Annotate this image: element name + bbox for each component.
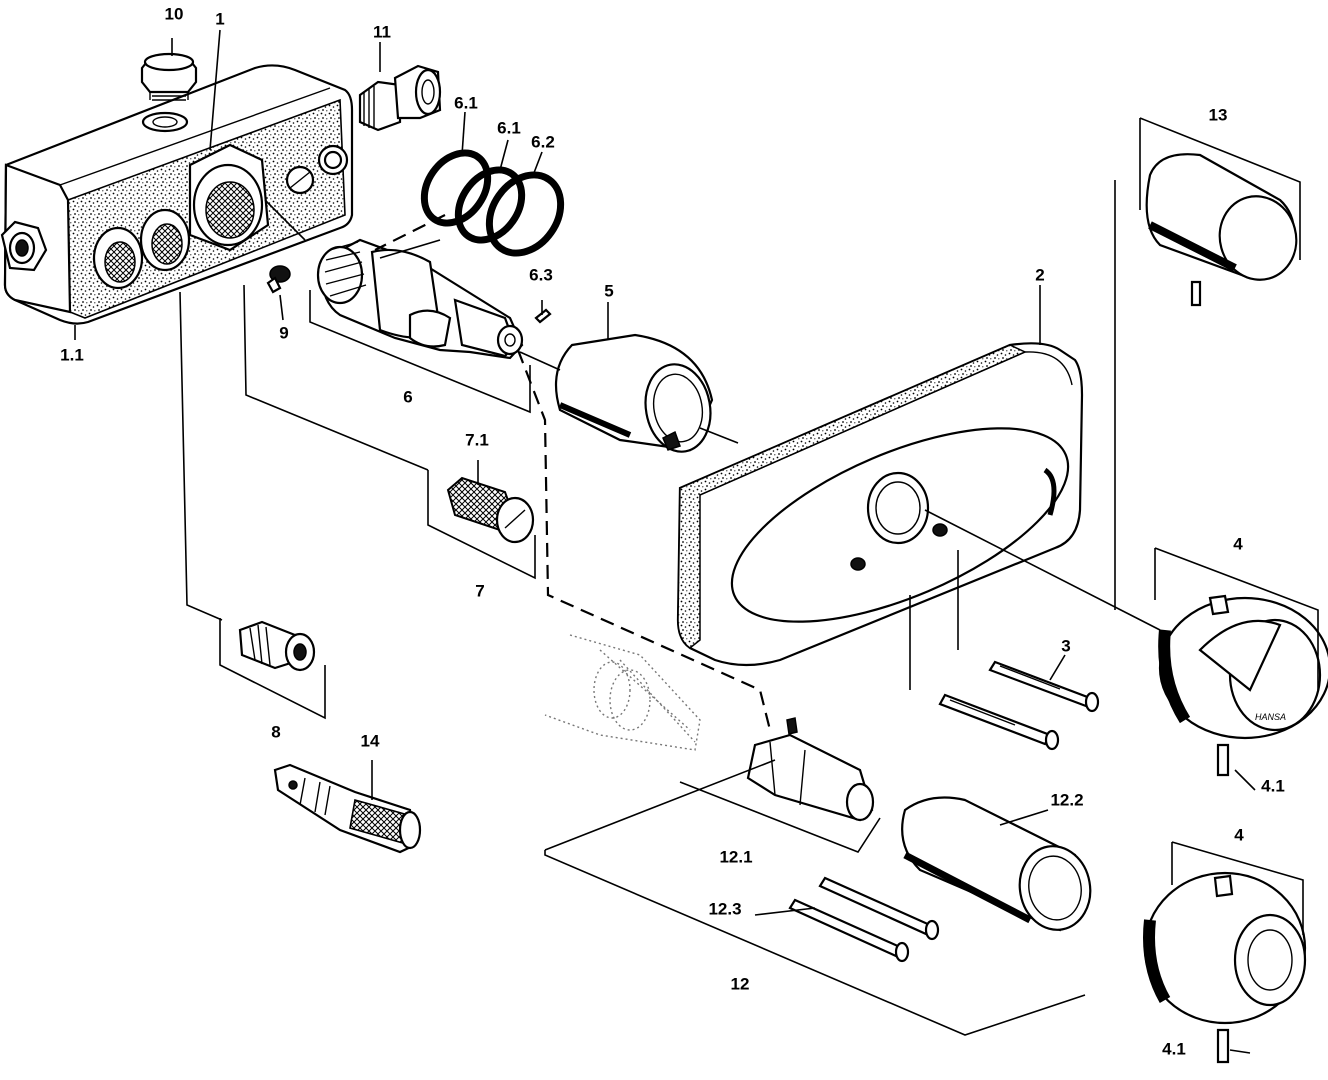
pin-part-6-3 (534, 308, 552, 324)
o-ring-part-6-1a (420, 149, 492, 227)
label-8: 8 (271, 722, 280, 741)
screws-part-12-3 (788, 876, 940, 963)
label-5: 5 (604, 281, 613, 300)
label-14: 14 (361, 731, 380, 750)
label-7-1: 7.1 (465, 430, 489, 449)
leader-lines (74, 29, 1319, 1054)
label-13: 13 (1209, 105, 1228, 124)
label-4-1-lower: 4.1 (1162, 1039, 1186, 1058)
label-4-lower: 4 (1234, 825, 1244, 844)
label-12-3: 12.3 (708, 899, 741, 918)
fitting-part-11 (358, 64, 442, 132)
label-12-2: 12.2 (1050, 790, 1083, 809)
label-4-1-upper: 4.1 (1261, 776, 1285, 795)
label-9: 9 (279, 323, 288, 342)
plug-part-10 (140, 52, 198, 101)
o-ring-part-6-1b (454, 166, 526, 244)
label-6-2: 6.2 (531, 132, 555, 151)
label-10: 10 (165, 4, 184, 23)
screw-part-3a (988, 660, 1100, 713)
label-2: 2 (1035, 265, 1044, 284)
label-12: 12 (731, 974, 750, 993)
spindle-part-14 (273, 763, 422, 854)
mixer-body-housing (0, 64, 354, 325)
label-6-1a: 6.1 (454, 93, 478, 112)
filter-screw-part-7 (446, 476, 535, 544)
label-7: 7 (475, 581, 484, 600)
label-12-1: 12.1 (719, 847, 752, 866)
label-11: 11 (373, 22, 391, 41)
sleeve-part-12-2 (901, 796, 1092, 932)
cover-plate-part-2 (676, 342, 1084, 667)
screw-part-9 (266, 265, 291, 294)
o-ring-part-6-2 (485, 171, 565, 257)
label-6-1b: 6.1 (497, 118, 521, 137)
extension-part-12-1 (746, 717, 875, 822)
ghost-cartridge-outline (544, 634, 701, 751)
label-1: 1 (215, 9, 224, 28)
screw-part-3b (938, 693, 1060, 751)
brand-logo: HANSA (1255, 712, 1286, 722)
handle-part-4-lower (1143, 871, 1307, 1064)
part-labels: 10 1 11 6.1 6.1 6.2 13 6.3 5 2 9 1.1 6 7… (60, 4, 1285, 1058)
label-4-upper: 4 (1233, 534, 1243, 553)
label-6: 6 (403, 387, 412, 406)
label-3: 3 (1061, 636, 1070, 655)
label-1-1: 1.1 (60, 345, 84, 364)
valve-insert-part-8 (238, 620, 316, 672)
handle-part-4-upper: HANSA (1158, 594, 1328, 777)
sleeve-part-5 (554, 333, 714, 453)
thermostatic-cartridge-part-6 (316, 238, 524, 360)
label-6-3: 6.3 (529, 265, 553, 284)
cap-part-13 (1145, 153, 1298, 307)
